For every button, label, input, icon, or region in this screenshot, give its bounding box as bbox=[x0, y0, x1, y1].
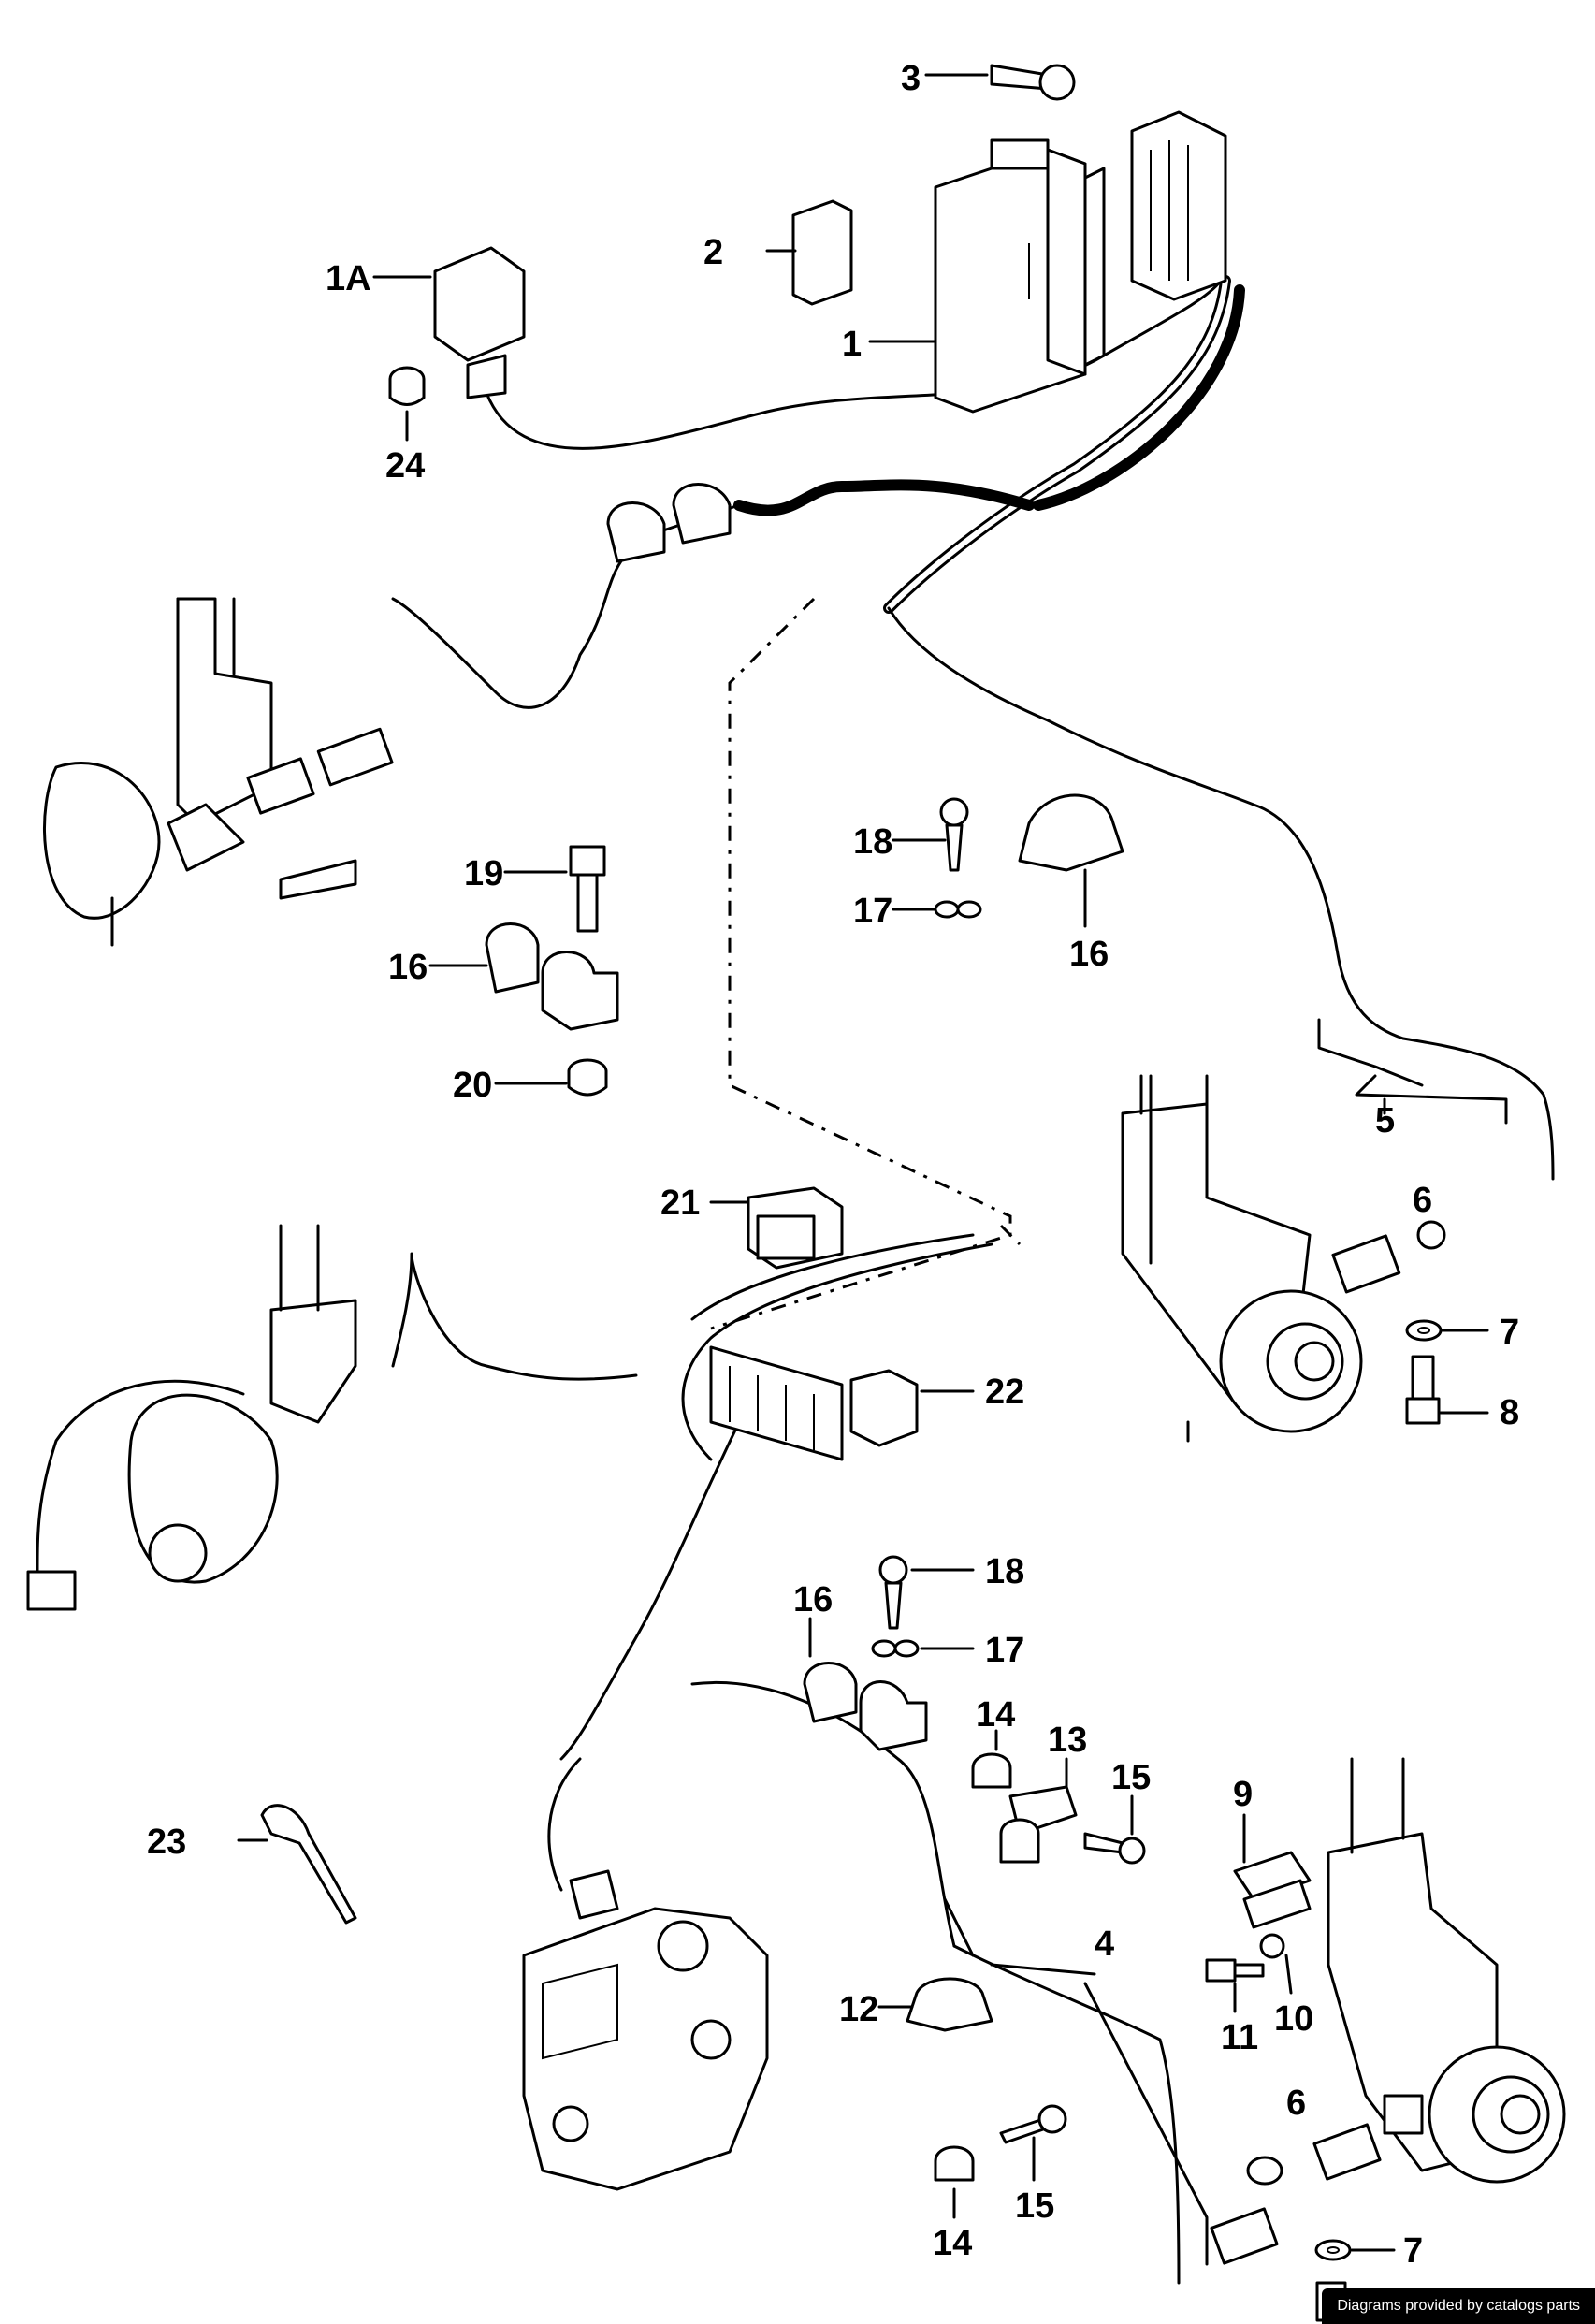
bracket-13 bbox=[999, 1785, 1078, 1864]
label-2: 2 bbox=[703, 233, 723, 272]
cable-tie-23 bbox=[260, 1804, 357, 1925]
label-15a: 15 bbox=[1111, 1758, 1151, 1797]
clip-12 bbox=[906, 1977, 993, 2032]
label-16c: 16 bbox=[793, 1580, 833, 1620]
washer-10 bbox=[1259, 1933, 1285, 1959]
label-18a: 18 bbox=[853, 822, 892, 862]
relay-22 bbox=[849, 1369, 919, 1447]
clip-16-lower bbox=[803, 1662, 928, 1751]
nut-24 bbox=[388, 366, 426, 406]
label-7b: 7 bbox=[1403, 2231, 1423, 2271]
label-9: 9 bbox=[1233, 1775, 1253, 1814]
clip-17-upper bbox=[934, 900, 982, 919]
bolt-11 bbox=[1205, 1958, 1265, 1983]
label-6b: 6 bbox=[1286, 2084, 1306, 2123]
label-11: 11 bbox=[1221, 2018, 1258, 2057]
label-19: 19 bbox=[464, 854, 503, 893]
part-labels: 3 2 1A 1 24 18 17 16 19 16 20 5 6 7 8 21… bbox=[147, 59, 1519, 2271]
washer-7-upper bbox=[1405, 1319, 1443, 1342]
left-rear-knuckle bbox=[26, 1224, 357, 1611]
label-10: 10 bbox=[1274, 1999, 1313, 2039]
right-front-knuckle bbox=[1121, 1074, 1363, 1443]
left-front-knuckle bbox=[43, 597, 394, 947]
label-22: 22 bbox=[985, 1373, 1024, 1412]
clip-17-lower bbox=[871, 1639, 920, 1658]
relay-1a bbox=[433, 246, 526, 399]
connector-strip bbox=[709, 1345, 844, 1461]
label-1: 1 bbox=[842, 325, 862, 364]
leader-lines bbox=[237, 73, 1489, 2252]
harness-connector bbox=[1130, 110, 1227, 301]
label-5: 5 bbox=[1375, 1101, 1395, 1140]
bolt-19 bbox=[569, 845, 606, 933]
bracket-clip-top bbox=[606, 483, 732, 563]
label-20: 20 bbox=[453, 1066, 492, 1105]
label-21: 21 bbox=[660, 1184, 700, 1223]
label-15b: 15 bbox=[1015, 2186, 1054, 2226]
label-14b: 14 bbox=[933, 2224, 972, 2263]
brace-4-bracket bbox=[943, 1897, 1209, 2266]
credit-badge: Diagrams provided by catalogs parts bbox=[1322, 2288, 1595, 2324]
label-14a: 14 bbox=[976, 1695, 1015, 1735]
connector-21 bbox=[747, 1186, 844, 1270]
label-18b: 18 bbox=[985, 1552, 1024, 1591]
bracket-9 bbox=[1233, 1851, 1312, 1929]
clip-16-left bbox=[485, 922, 619, 1031]
control-unit bbox=[934, 138, 1106, 414]
nut-20 bbox=[567, 1058, 608, 1097]
label-24: 24 bbox=[385, 446, 425, 486]
washer-7-lower bbox=[1314, 2239, 1352, 2261]
label-1a: 1A bbox=[326, 259, 371, 298]
label-4: 4 bbox=[1095, 1925, 1114, 1964]
screw-18-upper bbox=[939, 797, 969, 872]
screw-15-lower bbox=[999, 2104, 1067, 2144]
sensor-bushing-6-lower bbox=[1210, 2123, 1382, 2265]
screw-15-upper bbox=[1083, 1832, 1146, 1865]
screw-3 bbox=[990, 64, 1076, 101]
grommet-14-lower bbox=[934, 2145, 975, 2182]
sensor-bushing-6 bbox=[1331, 1220, 1446, 1294]
brace-5-bracket bbox=[1317, 1018, 1508, 1125]
label-12: 12 bbox=[839, 1990, 878, 2029]
label-17b: 17 bbox=[985, 1631, 1024, 1670]
foam-pad bbox=[791, 199, 853, 306]
label-8: 8 bbox=[1500, 1393, 1519, 1432]
label-7a: 7 bbox=[1500, 1313, 1519, 1352]
label-17a: 17 bbox=[853, 892, 892, 931]
label-6a: 6 bbox=[1413, 1181, 1432, 1220]
clip-16-upper bbox=[1018, 793, 1124, 872]
label-16b: 16 bbox=[388, 948, 428, 987]
wiring-harness bbox=[36, 275, 1555, 2285]
label-13: 13 bbox=[1048, 1721, 1087, 1760]
label-3: 3 bbox=[901, 59, 921, 98]
abs-hydraulic-unit bbox=[522, 1869, 769, 2191]
right-rear-knuckle bbox=[1327, 1757, 1566, 2184]
screw-18-lower bbox=[878, 1555, 908, 1630]
grommet-14-upper bbox=[971, 1752, 1012, 1789]
bolt-8 bbox=[1405, 1355, 1441, 1425]
label-16a: 16 bbox=[1069, 935, 1109, 974]
label-23: 23 bbox=[147, 1823, 186, 1862]
